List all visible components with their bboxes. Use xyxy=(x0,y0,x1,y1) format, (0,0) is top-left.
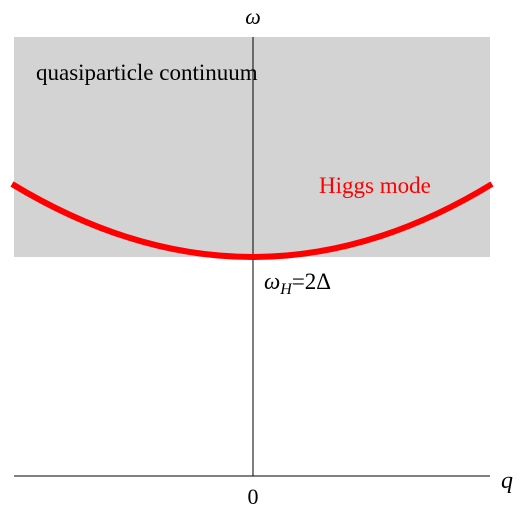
gap-omega-symbol: ω xyxy=(264,269,280,294)
omega-axis-label: ω xyxy=(245,4,261,29)
quasiparticle-continuum-region xyxy=(14,37,490,257)
origin-label: 0 xyxy=(248,484,259,508)
higgs-mode-curve xyxy=(10,181,494,260)
higgs-mode-label: Higgs mode xyxy=(319,173,431,198)
gap-energy-label: ωH=2Δ xyxy=(264,269,331,298)
quasiparticle-continuum-label: quasiparticle continuum xyxy=(36,60,258,85)
q-axis-label: q xyxy=(501,468,513,494)
gap-value: =2Δ xyxy=(292,269,331,294)
gap-subscript: H xyxy=(279,281,293,298)
